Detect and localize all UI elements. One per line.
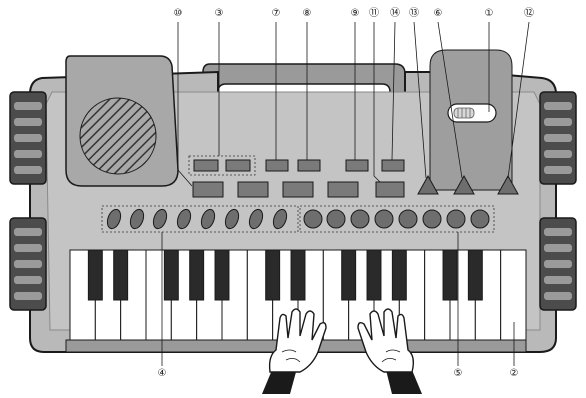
oval-button[interactable] (223, 208, 241, 231)
small-button-3b[interactable] (225, 159, 251, 172)
round-button[interactable] (446, 209, 466, 229)
triangle-button-6[interactable] (453, 174, 475, 195)
left-hand-icon (262, 308, 327, 394)
round-buttons-5 (299, 205, 495, 233)
black-key[interactable] (189, 249, 205, 301)
callout-7: ⑦ (272, 8, 281, 19)
round-button[interactable] (374, 209, 394, 229)
oval-button[interactable] (271, 208, 289, 231)
button-9[interactable] (345, 159, 369, 172)
large-button-10d[interactable] (327, 181, 359, 198)
round-button[interactable] (398, 209, 418, 229)
callout-9: ⑨ (351, 8, 360, 19)
round-button[interactable] (422, 209, 442, 229)
oval-button[interactable] (128, 208, 146, 231)
black-key[interactable] (87, 249, 103, 301)
callout-12: ⑫ (524, 7, 534, 19)
large-button-10a[interactable] (192, 181, 224, 198)
oval-button[interactable] (199, 208, 217, 231)
large-button-10b[interactable] (237, 181, 269, 198)
black-key[interactable] (290, 249, 306, 301)
right-grip-lower (539, 217, 577, 311)
callout-14: ⑭ (390, 7, 400, 19)
callout-4: ④ (158, 368, 167, 379)
callout-2: ② (510, 368, 519, 379)
triangle-button-13[interactable] (417, 174, 439, 195)
oval-button[interactable] (105, 208, 123, 231)
carry-handle (202, 63, 406, 151)
black-key[interactable] (113, 249, 129, 301)
oval-button[interactable] (175, 208, 193, 231)
callout-1: ① (485, 8, 494, 19)
leader-lines (161, 21, 530, 366)
oval-button[interactable] (151, 208, 169, 231)
button-8[interactable] (297, 159, 321, 172)
left-grip-lower (9, 217, 47, 311)
black-key[interactable] (391, 249, 407, 301)
round-button[interactable] (470, 209, 490, 229)
callout-8: ⑧ (303, 8, 312, 19)
callout-6: ⑥ (434, 8, 443, 19)
oval-buttons-4 (101, 205, 299, 233)
black-key[interactable] (442, 249, 458, 301)
callout-3: ③ (215, 8, 224, 19)
callout-10: ⑩ (174, 8, 183, 19)
power-switch[interactable] (429, 49, 513, 191)
callout-11: ⑪ (369, 7, 379, 19)
left-grip-upper (9, 91, 47, 185)
round-button[interactable] (326, 209, 346, 229)
callout-13: ⑬ (409, 7, 419, 19)
black-key[interactable] (214, 249, 230, 301)
oval-button[interactable] (247, 208, 265, 231)
black-key[interactable] (366, 249, 382, 301)
speaker (65, 55, 179, 187)
right-hand-icon (357, 308, 422, 394)
black-key[interactable] (163, 249, 179, 301)
round-button[interactable] (303, 209, 323, 229)
button-7[interactable] (265, 159, 289, 172)
white-key[interactable] (500, 249, 527, 341)
black-key[interactable] (341, 249, 357, 301)
group-3-outline (188, 155, 256, 176)
black-key[interactable] (467, 249, 483, 301)
black-key[interactable] (265, 249, 281, 301)
small-button-3a[interactable] (193, 159, 219, 172)
button-11[interactable] (375, 181, 405, 198)
callout-5: ⑤ (454, 368, 463, 379)
right-grip-upper (539, 91, 577, 185)
triangle-button-12[interactable] (497, 174, 519, 195)
round-button[interactable] (350, 209, 370, 229)
button-14[interactable] (381, 159, 405, 172)
large-button-10c[interactable] (282, 181, 314, 198)
